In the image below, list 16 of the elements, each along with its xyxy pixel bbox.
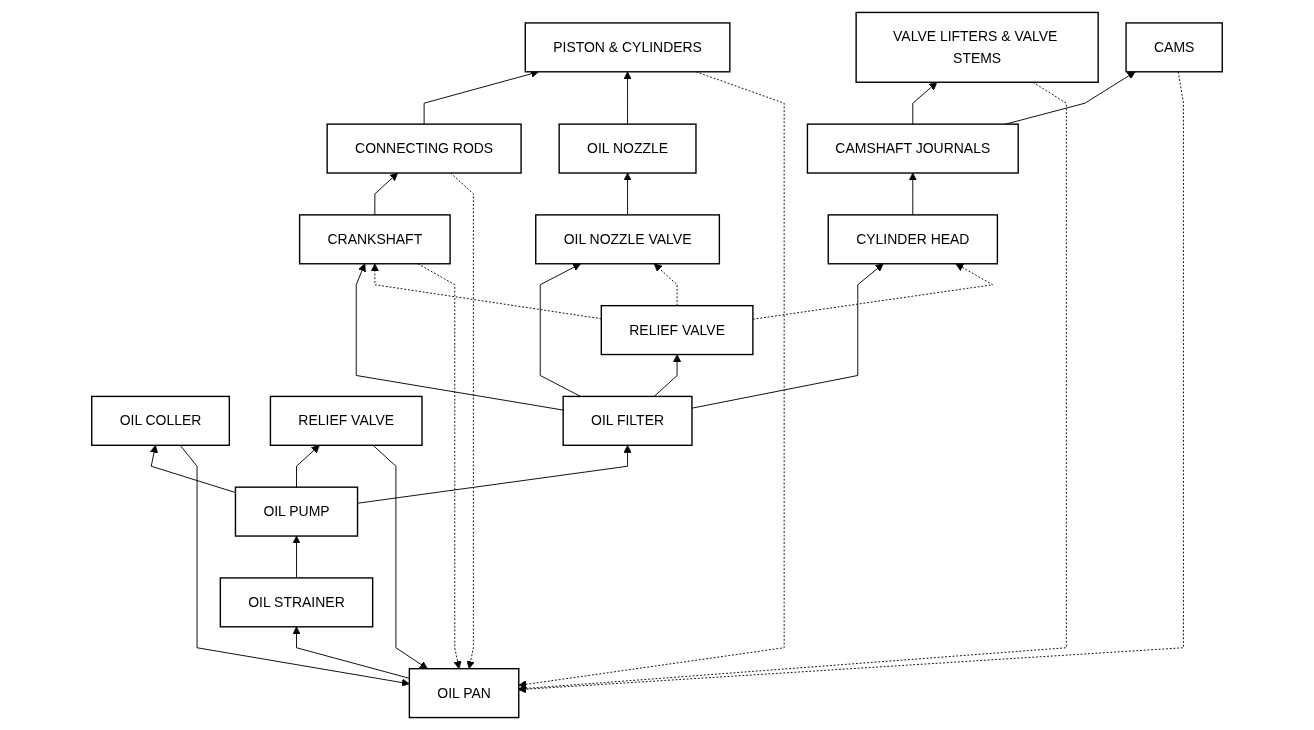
node-box: OIL NOZZLE	[558, 123, 697, 174]
node-box: RELIEF VALVE	[600, 304, 754, 356]
node-box: RELIEF VALVE	[269, 395, 423, 446]
node-box: CONNECTING RODS	[326, 123, 522, 174]
node-box: OIL NOZZLE VALVE	[535, 214, 721, 265]
node-box: CYLINDER HEAD	[827, 214, 999, 265]
node-box: PISTON & CYLINDERS	[524, 22, 731, 73]
node-box: OIL PAN	[408, 667, 520, 719]
node-box: OIL FILTER	[562, 395, 693, 446]
node-box: CRANKSHAFT	[298, 214, 451, 265]
node-box: OIL STRAINER	[219, 577, 374, 628]
node-box: OIL PUMP	[234, 486, 359, 537]
node-box: VALVE LIFTERS & VALVE STEMS	[855, 11, 1099, 83]
node-box: CAMSHAFT JOURNALS	[806, 123, 1019, 174]
node-box: OIL COLLER	[91, 395, 230, 446]
node-box: CAMS	[1125, 22, 1223, 73]
